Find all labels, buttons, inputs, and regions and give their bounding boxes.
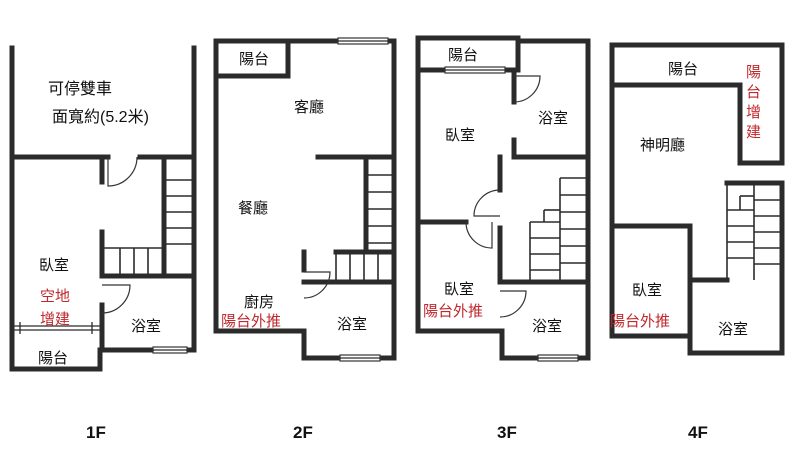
parking-label-1: 可停雙車 [48, 80, 112, 98]
bathroom-label-1f: 浴室 [131, 318, 161, 335]
living-room-label-2f: 客廳 [294, 98, 324, 116]
balcony-label-4f: 陽台 [668, 61, 698, 78]
stairs-2f [335, 174, 394, 282]
floor-label-1f: 1F [86, 423, 106, 442]
floor-label-2f: 2F [293, 423, 313, 442]
balcony-addition-label-4f-line1: 陽台 [746, 64, 761, 101]
balcony-extension-label-4f: 陽台外推 [610, 313, 670, 330]
bathroom-top-label-3f: 浴室 [538, 110, 568, 127]
stairs-4f [726, 183, 782, 280]
floor-plan-1f: 可停雙車 面寬約(5.2米) 臥室 空地 增建 浴室 陽台 1F [9, 45, 197, 442]
floor-label-3f: 3F [497, 423, 517, 442]
balcony-extension-label-3f: 陽台外推 [423, 303, 483, 320]
parking-label-2: 面寬約(5.2米) [52, 108, 149, 126]
bathroom-bottom-label-3f: 浴室 [532, 318, 562, 335]
extension-label-1f-line1: 空地 [40, 288, 70, 305]
bedroom-label-1f: 臥室 [39, 257, 69, 274]
balcony-label-1f: 陽台 [38, 350, 68, 367]
balcony-label-2f: 陽台 [239, 51, 269, 68]
shrine-hall-label-4f: 神明廳 [640, 136, 685, 154]
dining-room-label-2f: 餐廳 [238, 199, 268, 217]
floor-plan-4f: 陽台 陽台 增建 神明廳 臥室 陽台外推 浴室 4F [609, 42, 785, 442]
balcony-label-3f: 陽台 [448, 47, 478, 64]
stairs-1f [104, 179, 194, 276]
balcony-addition-label-4f-line2: 增建 [746, 104, 761, 141]
bathroom-label-2f: 浴室 [337, 316, 367, 333]
floor-label-4f: 4F [688, 423, 708, 442]
bathroom-label-4f: 浴室 [718, 321, 748, 338]
stairs-3f [529, 177, 588, 282]
kitchen-label-2f: 廚房 [244, 293, 274, 311]
floor-plan-2f: 陽台 客廳 餐廳 廚房 陽台外推 浴室 2F [213, 37, 397, 442]
extension-label-1f-line2: 增建 [40, 311, 70, 328]
bedroom-bottom-label-3f: 臥室 [444, 281, 474, 298]
bedroom-label-4f: 臥室 [632, 282, 662, 299]
bedroom-top-label-3f: 臥室 [445, 127, 475, 144]
balcony-extension-label-2f: 陽台外推 [221, 313, 281, 330]
floor-plan-3f: 陽台 臥室 浴室 臥室 陽台外推 浴室 3F [415, 35, 591, 442]
